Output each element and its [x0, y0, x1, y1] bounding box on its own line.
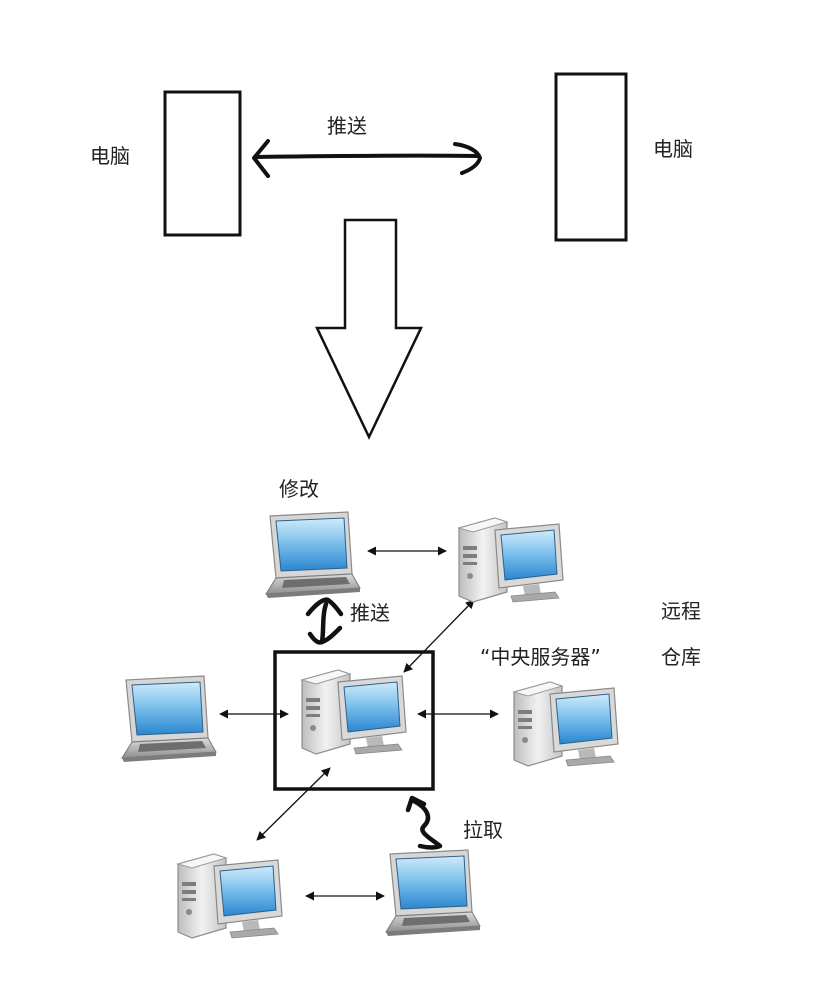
- desktop-computer-icon: [301, 669, 407, 755]
- desktop-computer-icon: [458, 517, 564, 603]
- computer-label-right: 电脑: [653, 137, 693, 161]
- central-server-label: “中央服务器”: [480, 645, 601, 669]
- large-down-arrow: [315, 218, 423, 440]
- modify-label: 修改: [279, 477, 319, 501]
- link-server-desktop-top: [403, 599, 475, 673]
- push-hand-arrow: [305, 597, 344, 645]
- computer-box-left: [163, 90, 242, 237]
- repository-label: 仓库: [661, 645, 701, 669]
- computer-box-right: [554, 72, 628, 242]
- computer-label-left: 电脑: [90, 144, 130, 168]
- pull-hand-arrow: [405, 795, 443, 850]
- desktop-computer-icon: [177, 853, 283, 939]
- desktop-computer-icon: [513, 681, 619, 767]
- laptop-icon: [121, 675, 217, 763]
- laptop-icon: [385, 849, 481, 937]
- link-server-desktop-bottom: [256, 767, 331, 841]
- central-server-box: [273, 650, 435, 791]
- push-label-middle: 推送: [350, 601, 390, 625]
- pull-label: 拉取: [463, 818, 503, 842]
- push-double-arrow: [252, 139, 482, 178]
- push-label-top: 推送: [327, 114, 367, 138]
- laptop-icon: [265, 511, 361, 599]
- remote-label: 远程: [661, 599, 701, 623]
